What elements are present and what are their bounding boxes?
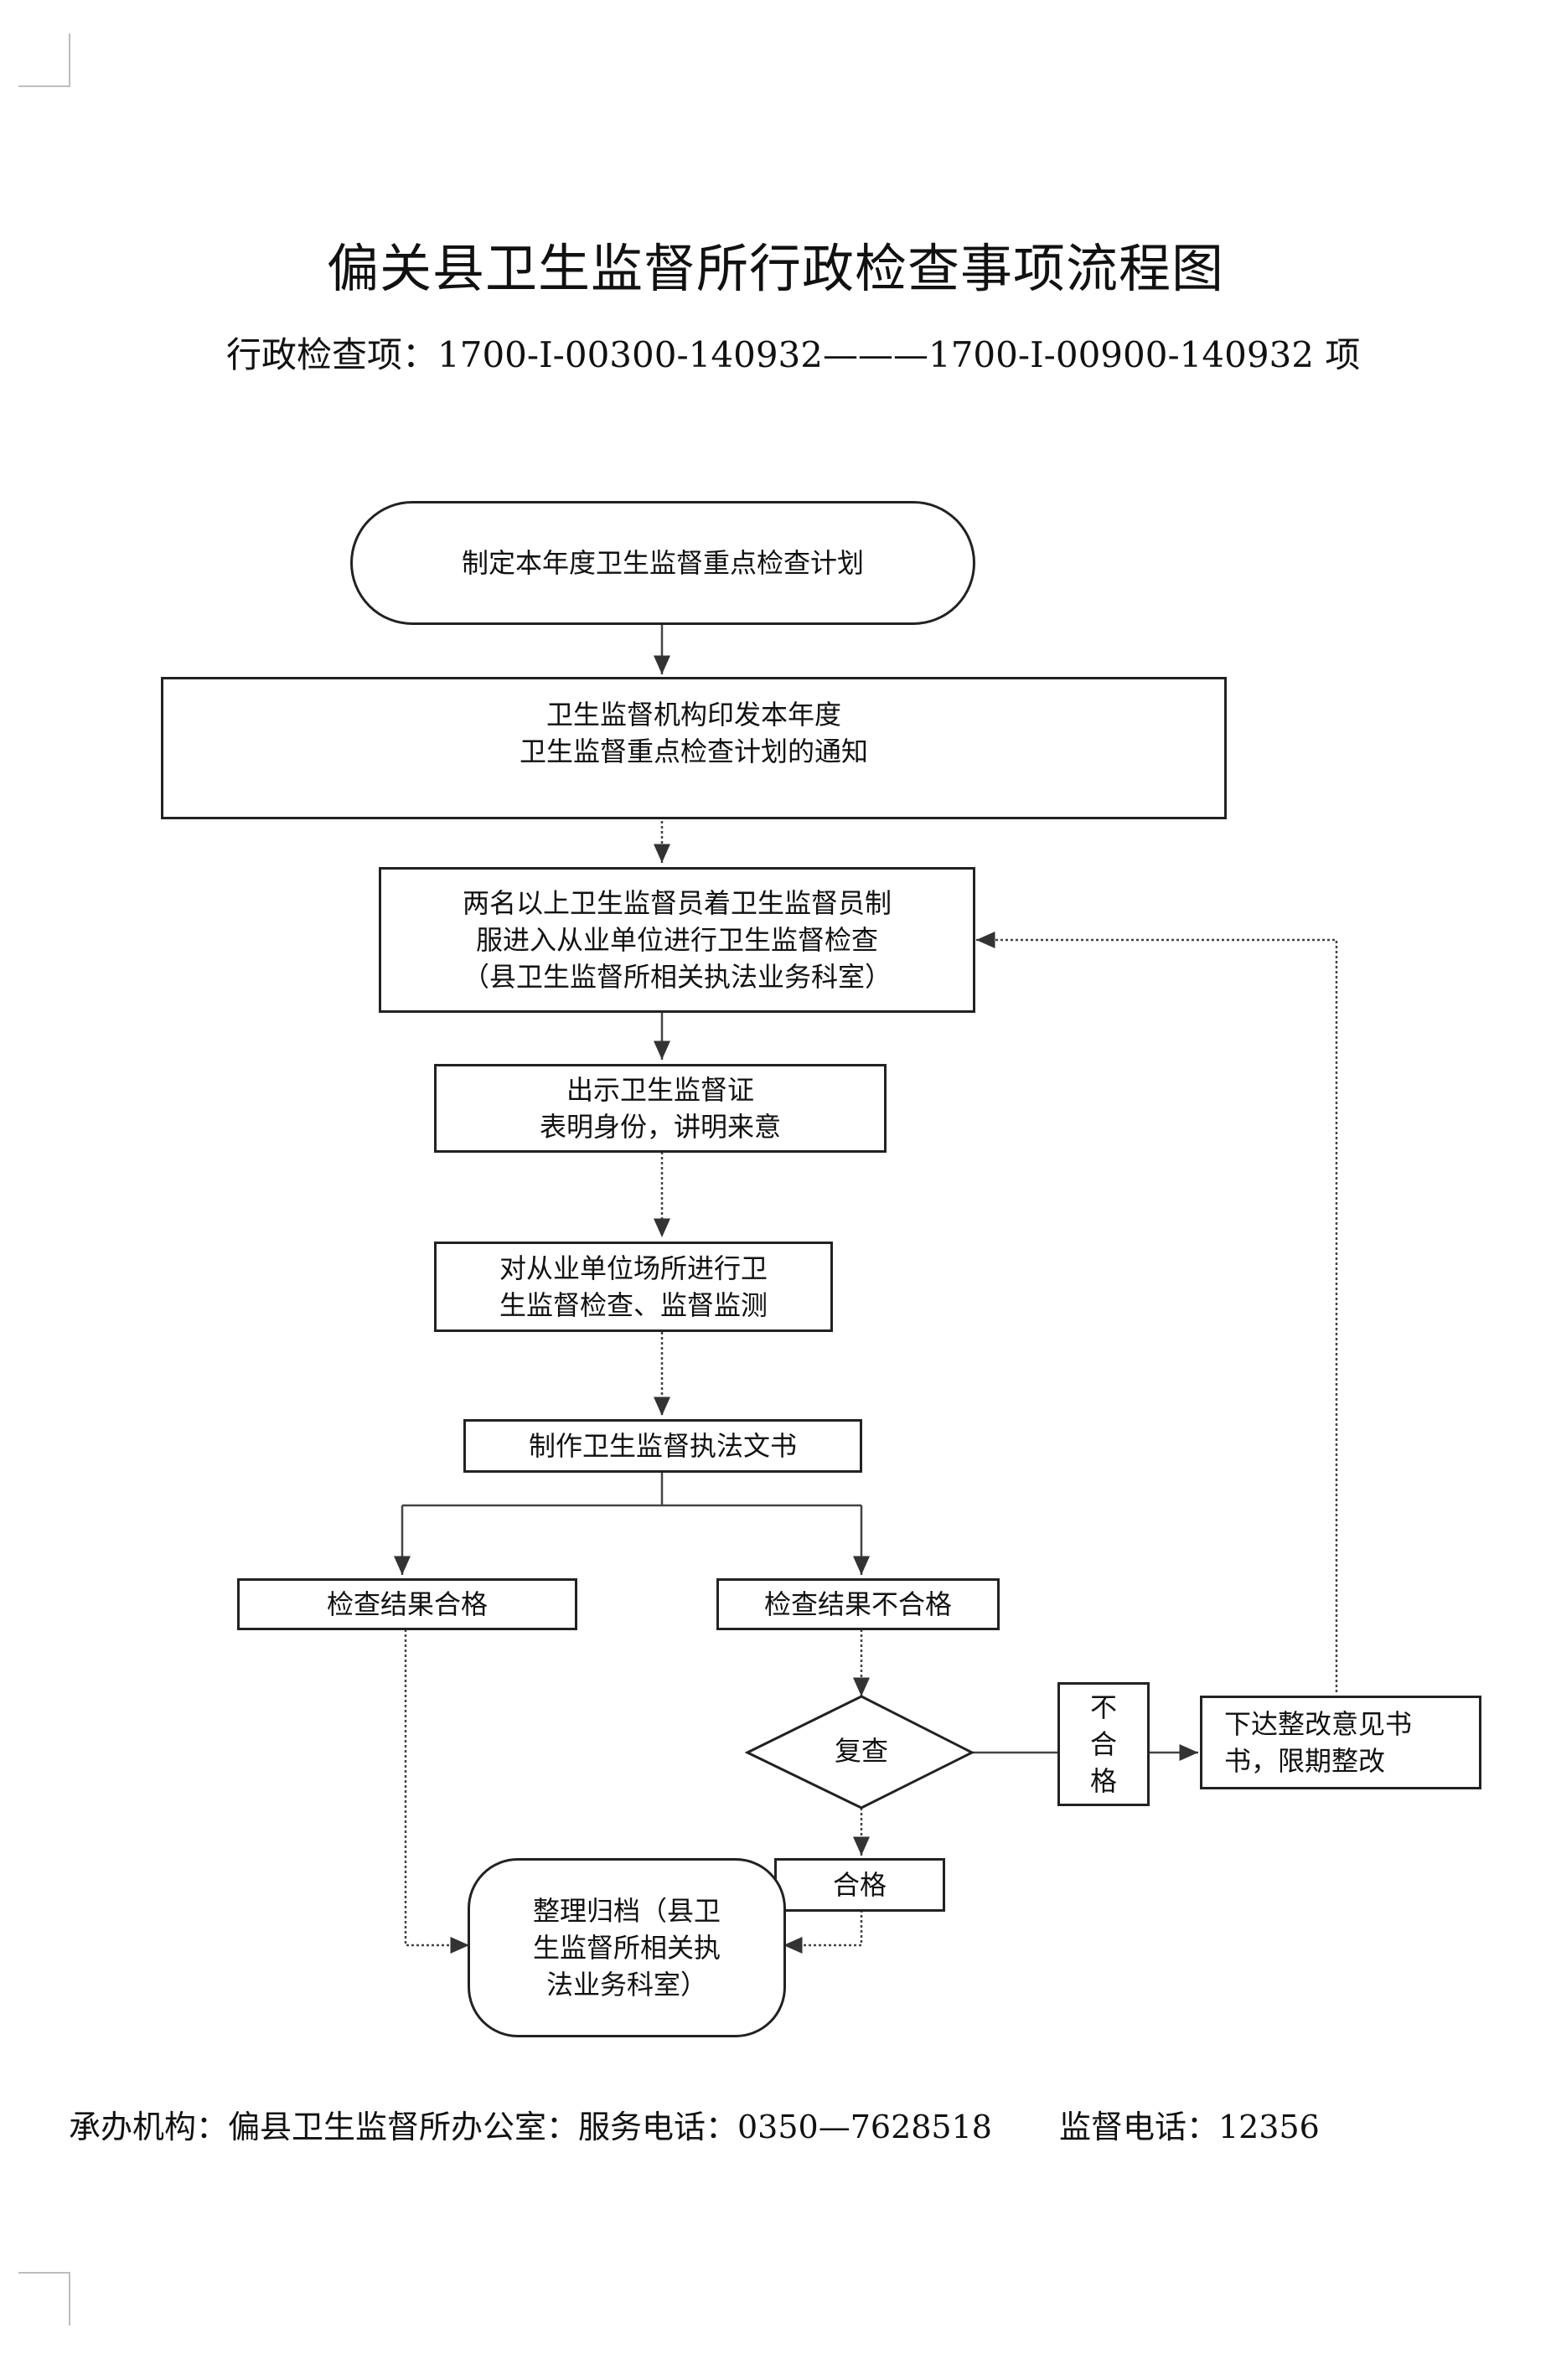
node-fail-line: 检查结果不合格 xyxy=(763,1588,952,1620)
node-document-line: 制作卫生监督执法文书 xyxy=(528,1430,797,1462)
node-enter-line: （县卫生监督所相关执法业务科室） xyxy=(462,961,892,993)
node-notice-line: 卫生监督重点检查计划的通知 xyxy=(519,736,868,767)
node-enter-line: 服进入从业单位进行卫生监督检查 xyxy=(475,924,878,956)
node-identify-line: 表明身份，讲明来意 xyxy=(539,1111,781,1143)
node-rectify-line: 书，限期整改 xyxy=(1224,1745,1386,1777)
node-recheck-fail: 不 合 格 xyxy=(1057,1682,1150,1806)
node-recheck-fail-char: 合 xyxy=(1089,1728,1117,1760)
node-recheck-line: 复查 xyxy=(834,1735,888,1767)
recheck-diamond xyxy=(744,1695,975,1810)
node-inspect-line: 生监督检查、监督监测 xyxy=(499,1289,768,1321)
node-inspect: 对从业单位场所进行卫 生监督检查、监督监测 xyxy=(434,1242,833,1332)
footer-org-phone: 承办机构：偏县卫生监督所办公室：服务电话：0350—7628518 xyxy=(69,2109,992,2145)
node-pass-line: 检查结果合格 xyxy=(326,1588,488,1620)
arrow-rectify-to-enter xyxy=(976,932,1338,1692)
node-document: 制作卫生监督执法文书 xyxy=(463,1419,862,1473)
corner-mark-bottom xyxy=(18,2272,70,2326)
node-recheck-fail-char: 格 xyxy=(1089,1765,1117,1797)
footer-supervise-phone: 监督电话：12356 xyxy=(1058,2109,1320,2145)
node-fail: 检查结果不合格 xyxy=(716,1578,1000,1630)
node-notice-line: 卫生监督机构印发本年度 xyxy=(545,699,841,731)
node-enter-line: 两名以上卫生监督员着卫生监督员制 xyxy=(462,887,892,919)
page-title: 偏关县卫生监督所行政检查事项流程图 xyxy=(326,238,1224,299)
node-recheck-fail-char: 不 xyxy=(1089,1691,1117,1723)
node-recheck: 复查 xyxy=(794,1732,928,1769)
node-notice: 卫生监督机构印发本年度 卫生监督重点检查计划的通知 xyxy=(161,677,1227,819)
node-archive-line: 法业务科室） xyxy=(545,1969,707,2001)
arrow-pass-to-archive xyxy=(404,1629,469,1954)
node-rectify: 下达整改意见书 书，限期整改 xyxy=(1200,1696,1481,1789)
node-recheck-pass: 合格 xyxy=(774,1858,945,1912)
node-identify: 出示卫生监督证 表明身份，讲明来意 xyxy=(434,1064,887,1153)
node-recheck-pass-line: 合格 xyxy=(832,1869,887,1901)
node-archive-line: 生监督所相关执 xyxy=(532,1932,721,1964)
node-plan-line: 制定本年度卫生监督重点检查计划 xyxy=(461,547,864,579)
node-enter: 两名以上卫生监督员着卫生监督员制 服进入从业单位进行卫生监督检查 （县卫生监督所… xyxy=(379,867,975,1013)
corner-mark-top xyxy=(18,34,70,87)
node-archive: 整理归档（县卫 生监督所相关执 法业务科室） xyxy=(468,1858,786,2037)
node-inspect-line: 对从业单位场所进行卫 xyxy=(499,1252,768,1284)
arrow-recheckpass-to-archive xyxy=(783,1910,863,1954)
contact-footer: 承办机构：偏县卫生监督所办公室：服务电话：0350—7628518 监督电话：12… xyxy=(69,2101,1320,2147)
page-subtitle: 行政检查项：1700-I-00300-140932———1700-I-00900… xyxy=(226,334,1361,375)
node-pass: 检查结果合格 xyxy=(237,1578,577,1630)
node-rectify-line: 下达整改意见书 xyxy=(1224,1708,1413,1740)
node-archive-line: 整理归档（县卫 xyxy=(532,1895,721,1927)
node-identify-line: 出示卫生监督证 xyxy=(566,1074,754,1106)
node-plan: 制定本年度卫生监督重点检查计划 xyxy=(350,501,975,625)
